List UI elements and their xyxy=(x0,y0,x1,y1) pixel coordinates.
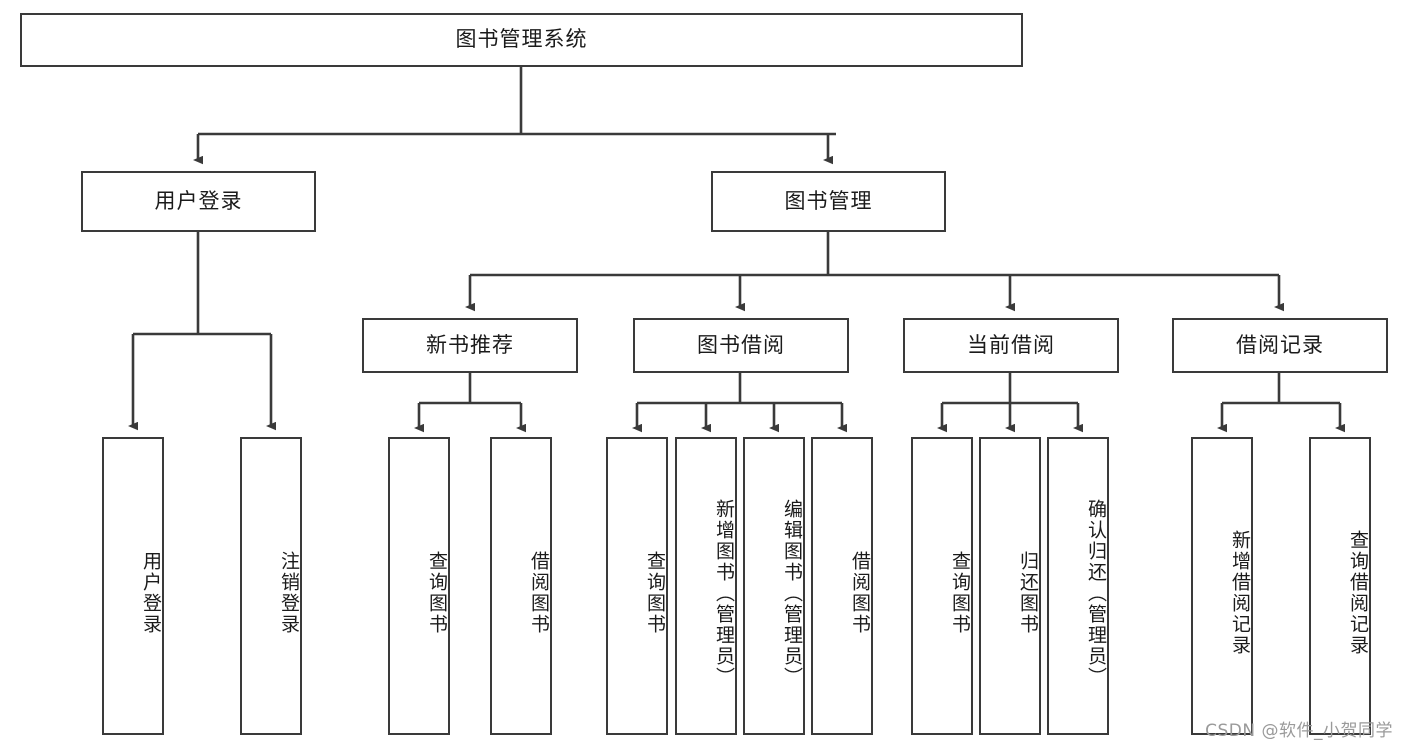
node-root-book-management-system[interactable]: 图书管理系统 xyxy=(20,13,1023,67)
leaf-user-login-login[interactable]: 用户登录 xyxy=(102,437,164,735)
leaf-new-book-borrow-book[interactable]: 借阅图书 xyxy=(490,437,552,735)
node-label: 查询图书 xyxy=(949,551,971,635)
leaf-book-borrow-add-book-admin[interactable]: 新增图书（管理员） xyxy=(675,437,737,735)
node-label: 新书推荐 xyxy=(426,332,514,357)
node-label: 确认归还（管理员） xyxy=(1085,498,1107,688)
node-label: 查询图书 xyxy=(644,551,666,635)
node-label: 用户登录 xyxy=(154,188,243,213)
node-label: 图书管理 xyxy=(784,188,873,213)
leaf-current-borrow-query-book[interactable]: 查询图书 xyxy=(911,437,973,735)
node-label: 当前借阅 xyxy=(967,332,1055,357)
node-label: 借阅图书 xyxy=(528,551,550,635)
node-label: 注销登录 xyxy=(278,551,300,635)
node-label: 查询图书 xyxy=(426,551,448,635)
node-user-login[interactable]: 用户登录 xyxy=(81,171,316,232)
node-label: 编辑图书（管理员） xyxy=(781,498,803,688)
node-label: 借阅图书 xyxy=(849,551,871,635)
node-book-management[interactable]: 图书管理 xyxy=(711,171,946,232)
node-new-book-recommend[interactable]: 新书推荐 xyxy=(362,318,578,373)
node-label: 借阅记录 xyxy=(1236,332,1324,357)
leaf-current-borrow-confirm-return-admin[interactable]: 确认归还（管理员） xyxy=(1047,437,1109,735)
leaf-new-book-query-book[interactable]: 查询图书 xyxy=(388,437,450,735)
leaf-user-login-logout[interactable]: 注销登录 xyxy=(240,437,302,735)
node-label: 新增图书（管理员） xyxy=(713,498,735,688)
leaf-book-borrow-query-book[interactable]: 查询图书 xyxy=(606,437,668,735)
node-label: 用户登录 xyxy=(140,551,162,635)
node-label: 图书借阅 xyxy=(697,332,785,357)
watermark-text: CSDN @软件_小贺同学 xyxy=(1205,721,1393,741)
leaf-borrow-record-add-record[interactable]: 新增借阅记录 xyxy=(1191,437,1253,735)
node-label: 图书管理系统 xyxy=(455,27,588,52)
node-label: 新增借阅记录 xyxy=(1229,530,1251,656)
node-label: 归还图书 xyxy=(1017,551,1039,635)
node-book-borrow[interactable]: 图书借阅 xyxy=(633,318,849,373)
node-label: 查询借阅记录 xyxy=(1347,530,1369,656)
node-current-borrow[interactable]: 当前借阅 xyxy=(903,318,1119,373)
leaf-borrow-record-query-record[interactable]: 查询借阅记录 xyxy=(1309,437,1371,735)
leaf-book-borrow-borrow-book[interactable]: 借阅图书 xyxy=(811,437,873,735)
leaf-current-borrow-return-book[interactable]: 归还图书 xyxy=(979,437,1041,735)
node-borrow-record[interactable]: 借阅记录 xyxy=(1172,318,1388,373)
leaf-book-borrow-edit-book-admin[interactable]: 编辑图书（管理员） xyxy=(743,437,805,735)
